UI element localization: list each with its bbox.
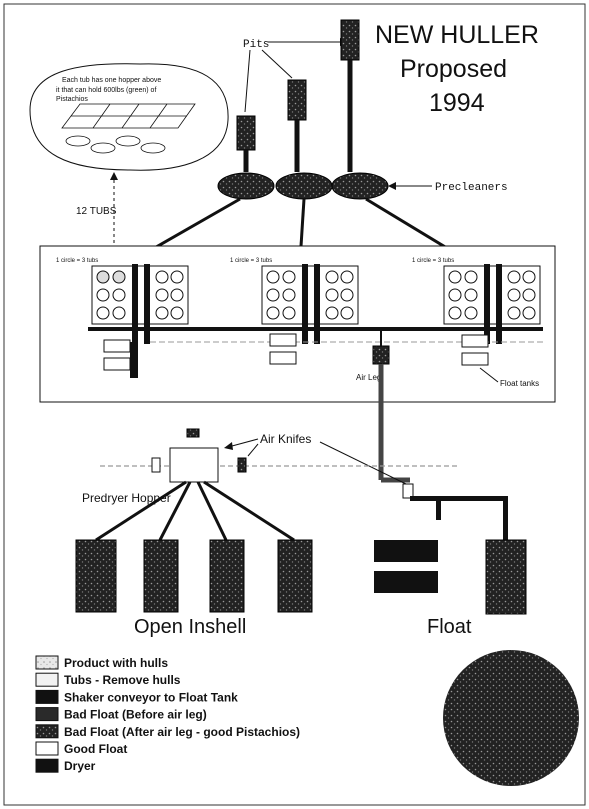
- pit-3: [340, 19, 360, 61]
- dryer-feed-3: [196, 481, 228, 541]
- title-line1: NEW HULLER: [375, 21, 539, 49]
- twelve-tubs-label: 12 TUBS: [76, 206, 117, 217]
- dryer-2: [143, 539, 179, 613]
- open-inshell-label: Open Inshell: [134, 616, 246, 638]
- bubble-line2: it that can hold 600lbs (green) of: [56, 87, 156, 94]
- float-conveyor-down-left: [436, 498, 441, 520]
- precleaners-label: Precleaners: [435, 182, 508, 194]
- title-line2: Proposed: [400, 55, 507, 83]
- bubble-line3: Pistachios: [56, 96, 88, 103]
- pits-label: Pits: [243, 39, 269, 51]
- air-knifes-label: Air Knifes: [260, 432, 311, 446]
- float-bar-1: [374, 540, 438, 562]
- tub-grid-sketch: [61, 103, 196, 154]
- legend-swatch-4: [35, 724, 59, 739]
- hopper-cluster-right: 1 circle = 3 tubs: [412, 258, 541, 344]
- circle-tubs-label-left: 1 circle = 3 tubs: [56, 258, 98, 264]
- dryer-3: [209, 539, 245, 613]
- precleaner-1: [217, 172, 275, 200]
- float-tank-l2: [103, 357, 131, 371]
- air-knife-arrow-right: [319, 441, 407, 485]
- legend-swatch-0: [35, 655, 59, 670]
- pits-arrow-left: [244, 49, 251, 113]
- dryer-feed-1: [95, 480, 187, 542]
- bubble-line1: Each tub has one hopper above: [62, 77, 161, 84]
- pit-1: [236, 115, 256, 151]
- float-conveyor-down: [503, 496, 508, 540]
- legend-label-0: Product with hulls: [64, 656, 168, 670]
- air-knife-arrowhead-left: [224, 442, 233, 450]
- predryer-hopper: [169, 447, 219, 483]
- legend-label-2: Shaker conveyor to Float Tank: [64, 690, 238, 704]
- float-label: Float: [427, 616, 472, 638]
- tubs-arrowhead: [110, 172, 118, 180]
- precleaner-3: [331, 172, 389, 200]
- float-tank-m1: [269, 333, 297, 347]
- dryer-feed-4: [203, 480, 295, 542]
- pits-arrow-mid: [261, 49, 293, 79]
- float-tank-r1: [461, 334, 489, 348]
- float-conveyor: [410, 496, 506, 501]
- hopper-cluster-middle: 1 circle = 3 tubs: [230, 258, 359, 344]
- float-tanks-arrow: [479, 367, 499, 383]
- circle-tubs-label-middle: 1 circle = 3 tubs: [230, 258, 272, 264]
- air-knife-right: [237, 457, 247, 473]
- hopper-cluster-left: 1 circle = 3 tubs: [56, 258, 189, 378]
- float-bar-2: [374, 571, 438, 593]
- circle-tubs-label-right: 1 circle = 3 tubs: [412, 258, 454, 264]
- pit-2: [287, 79, 307, 121]
- precleaners-arrowhead: [388, 182, 396, 190]
- page-border: [3, 3, 586, 806]
- legend-label-5: Good Float: [64, 742, 127, 756]
- legend-swatch-3: [35, 707, 59, 722]
- legend-label-6: Dryer: [64, 759, 96, 773]
- dark-circle: [443, 650, 579, 786]
- title-line3: 1994: [429, 89, 485, 117]
- float-tanks-label: Float tanks: [500, 379, 539, 388]
- legend-label-4: Bad Float (After air leg - good Pistachi…: [64, 725, 300, 739]
- air-knife-arrow-down: [247, 443, 259, 457]
- legend-swatch-2: [35, 689, 59, 704]
- air-knife-left: [151, 457, 161, 473]
- precleaner-2: [275, 172, 333, 200]
- float-bin: [485, 539, 527, 615]
- air-knife-arrow-left: [231, 438, 259, 447]
- dryer-feed-2: [158, 481, 192, 541]
- legend-label-3: Bad Float (Before air leg): [64, 708, 207, 722]
- dryer-4: [277, 539, 313, 613]
- legend-swatch-5: [35, 741, 59, 756]
- air-leg: [372, 345, 390, 365]
- air-leg-label: Air Leg: [356, 373, 381, 382]
- legend-label-1: Tubs - Remove hulls: [64, 673, 181, 687]
- predryer-hopper-label: Predryer Hopper: [82, 491, 171, 505]
- float-tank-l1: [103, 339, 131, 353]
- dryer-1: [75, 539, 117, 613]
- legend-swatch-1: [35, 672, 59, 687]
- float-tank-r2: [461, 352, 489, 366]
- legend-swatch-6: [35, 758, 59, 773]
- float-tank-m2: [269, 351, 297, 365]
- float-diverter: [402, 483, 414, 499]
- air-knife-top: [186, 428, 200, 438]
- shaker-conveyor: [88, 327, 543, 331]
